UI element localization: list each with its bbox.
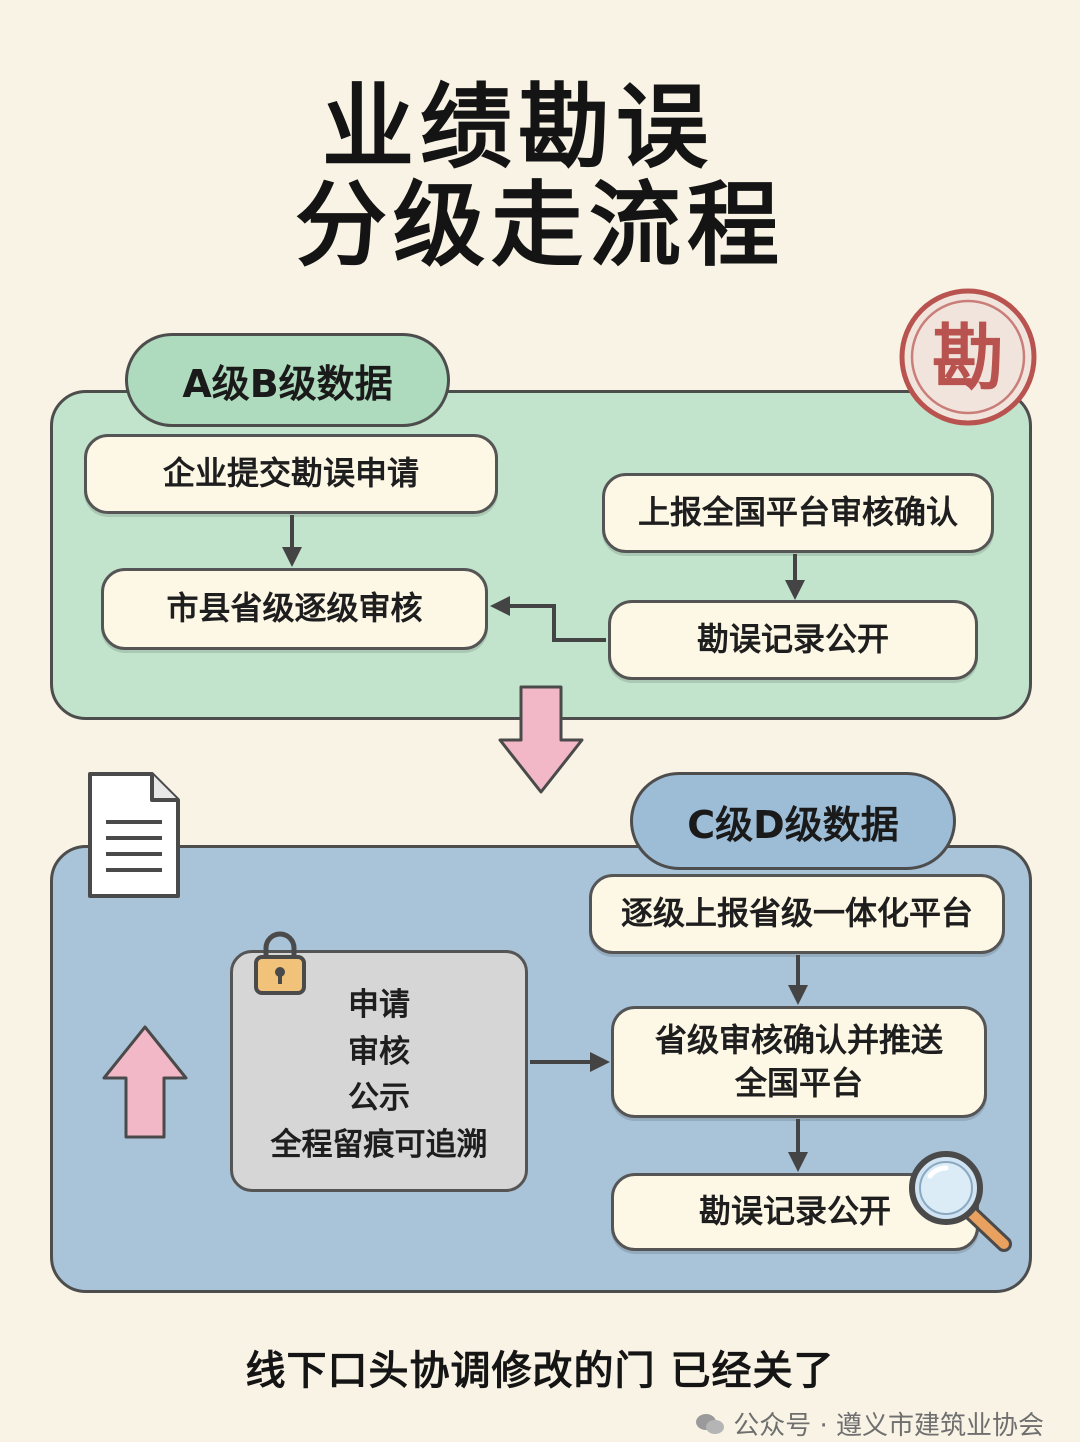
step-province-platform: 逐级上报省级一体化平台 — [589, 874, 1005, 954]
arrow-publish-to-review — [490, 596, 606, 642]
section-cd-label: C级D级数据 — [630, 772, 956, 870]
stamp-char: 勘 — [932, 316, 1004, 400]
pink-arrow-down-icon — [498, 685, 584, 794]
page-title-line2: 分级走流程 — [294, 172, 785, 279]
footer-slogan: 线下口头协调修改的门 已经关了 — [245, 1348, 835, 1394]
step-province-confirm-line2: 全国平台 — [734, 1064, 863, 1102]
process-item: 公示 — [348, 1080, 410, 1116]
process-item: 申请 — [348, 987, 410, 1023]
process-item: 全程留痕可追溯 — [270, 1126, 488, 1163]
step-multi-level-review: 市县省级逐级审核 — [101, 568, 488, 650]
lock-icon — [254, 931, 306, 995]
watermark: 公众号 · 遵义市建筑业协会 — [695, 1405, 1044, 1442]
step-province-confirm-line1: 省级审核确认并推送 — [654, 1020, 943, 1059]
document-icon — [88, 772, 180, 898]
page-title-line1: 业绩勘误 — [321, 74, 714, 181]
process-item: 审核 — [348, 1033, 410, 1070]
step-publish-ab: 勘误记录公开 — [608, 600, 978, 680]
step-report-national: 上报全国平台审核确认 — [602, 473, 994, 553]
pink-arrow-up-icon — [102, 1025, 188, 1139]
step-enterprise-submit: 企业提交勘误申请 — [84, 434, 498, 514]
watermark-text: 公众号 · 遵义市建筑业协会 — [733, 1411, 1044, 1441]
wechat-icon — [696, 1413, 725, 1434]
magnifier-icon — [909, 1151, 1012, 1252]
section-ab-label: A级B级数据 — [125, 333, 450, 427]
stamp-icon: 勘 — [899, 288, 1037, 426]
step-province-confirm: 省级审核确认并推送 全国平台 — [611, 1006, 987, 1118]
